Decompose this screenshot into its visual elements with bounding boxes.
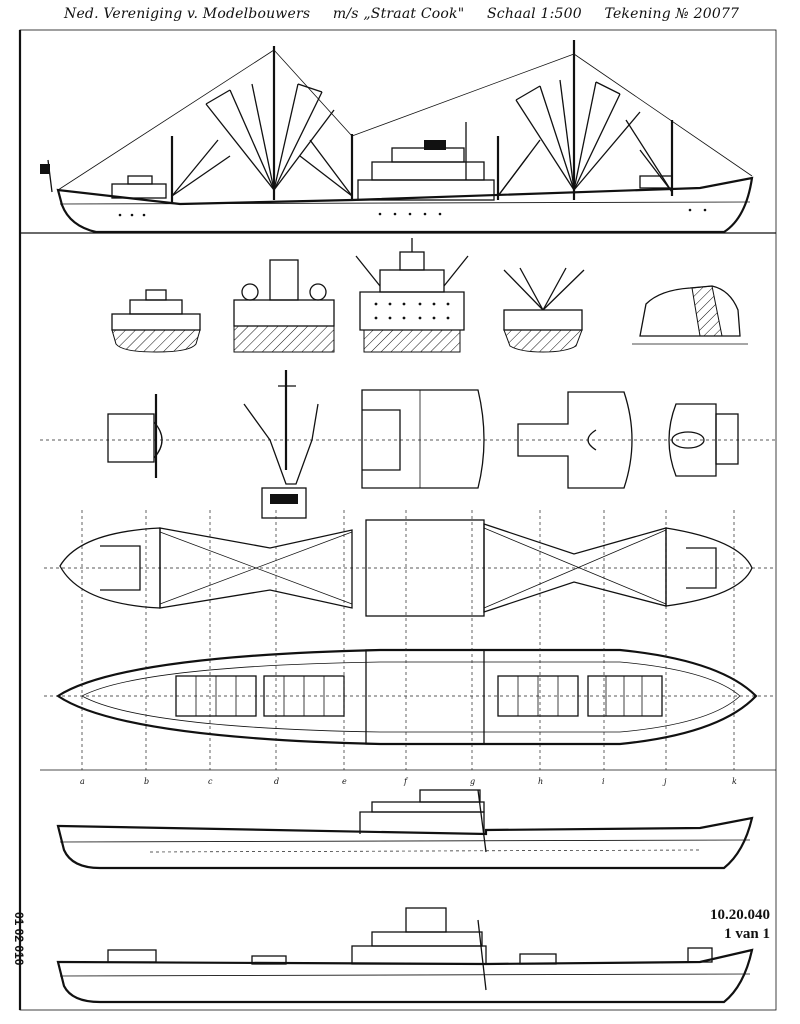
ship-name: m/s „Straat Cook" [332,6,465,22]
sheet-number-block: 10.20.040 1 van 1 [640,906,770,944]
cross-sections-row-1 [111,238,748,353]
station-label: b [144,777,149,786]
sheet-page: 1 van 1 [724,926,770,942]
drawing-title: Ned. Vereniging v. Modelbouwers m/s „Str… [64,6,764,28]
station-label: i [602,777,605,786]
deck-plans-row-2 [40,370,776,519]
station-label: f [403,777,409,786]
side-elevation [20,40,776,234]
station-label: k [732,777,737,786]
station-lines [40,510,776,771]
station-label: a [80,777,85,786]
society-name: Ned. Vereniging v. Modelbouwers [64,6,311,22]
sheet-number: 10.20.040 [710,907,770,923]
station-label: e [342,777,347,786]
station-label: h [538,777,543,786]
drawing-number: Tekening № 20077 [604,6,740,22]
station-label: d [274,777,279,786]
station-label: g [470,777,475,786]
hull-profile-lower [56,907,754,1004]
station-label: c [208,777,213,786]
scale-label: Schaal 1:500 [487,6,582,22]
side-code: 01 02 010 [12,912,26,966]
station-label: j [662,777,667,786]
main-deck-plan [44,648,776,746]
hull-profile-upper [56,789,754,870]
